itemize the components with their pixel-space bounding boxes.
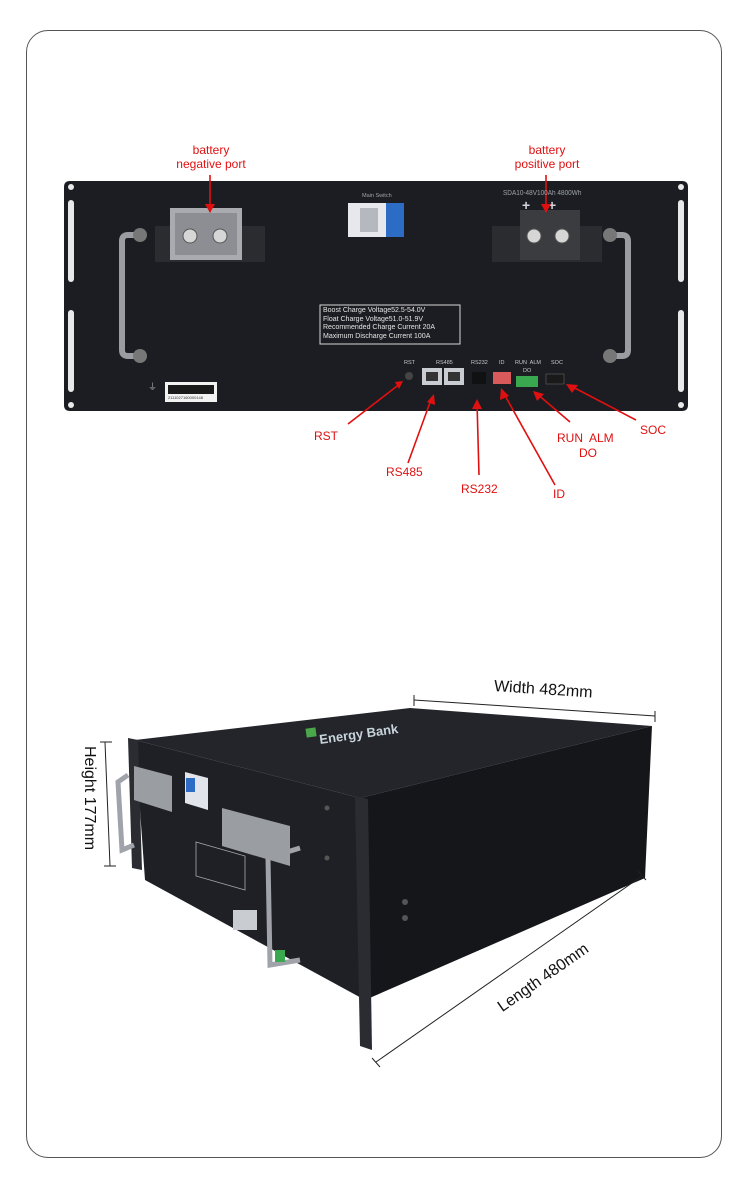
svg-text:+: +	[522, 197, 530, 213]
barcode-label	[165, 382, 217, 402]
callout-run-alm: RUN ALM	[557, 431, 614, 445]
callout-line: battery	[528, 143, 566, 157]
spec-label: Boost Charge Voltage52.5-54.0V Float Cha…	[323, 307, 459, 341]
port-label-rs232: RS232	[471, 360, 488, 366]
port-row	[405, 368, 565, 387]
dimension-lines	[100, 695, 656, 1068]
callout-negative-port: battery negative port	[172, 143, 250, 171]
svg-text:+: +	[548, 197, 556, 213]
port-label-rs485: RS485	[436, 360, 453, 366]
port-label-do: DO	[523, 368, 532, 374]
callout-id: ID	[553, 487, 565, 501]
main-switch-label: Main Switch	[362, 193, 392, 199]
positive-terminal: + +	[492, 197, 602, 262]
callout-soc: SOC	[640, 423, 667, 437]
svg-text:⏚: ⏚	[148, 382, 157, 392]
main-switch	[348, 203, 404, 237]
spec-line: Float Charge Voltage51.0-51.9V	[323, 315, 424, 323]
callout-positive-port: battery positive port	[507, 143, 587, 171]
port-label-run-alm: RUN ALM	[515, 360, 541, 366]
callout-rs232: RS232	[461, 482, 498, 496]
port-label-id: ID	[499, 360, 505, 366]
dimension-height: Height 177mm	[81, 746, 98, 851]
battery-isometric: Energy Bank	[115, 708, 652, 1050]
port-label-soc: SOC	[551, 360, 563, 366]
spec-line: Maximum Discharge Current 100A	[323, 332, 431, 340]
callout-rs485: RS485	[386, 465, 423, 479]
front-panel: + + ⏚	[64, 181, 688, 411]
callout-line: negative port	[176, 157, 246, 171]
port-label-rst: RST	[404, 360, 415, 366]
barcode-number: 2111027160000148	[168, 395, 203, 400]
negative-terminal	[155, 208, 265, 262]
model-label: SDA10-48V100Ah 4800Wh	[503, 190, 582, 197]
callout-rst: RST	[314, 429, 338, 443]
spec-line: Recommended Charge Current 20A	[323, 324, 436, 332]
callout-line: positive port	[514, 157, 580, 171]
callout-line: battery	[192, 143, 230, 157]
callout-do: DO	[579, 446, 597, 460]
spec-line: Boost Charge Voltage52.5-54.0V	[323, 307, 426, 314]
callout-arrows	[205, 175, 637, 486]
